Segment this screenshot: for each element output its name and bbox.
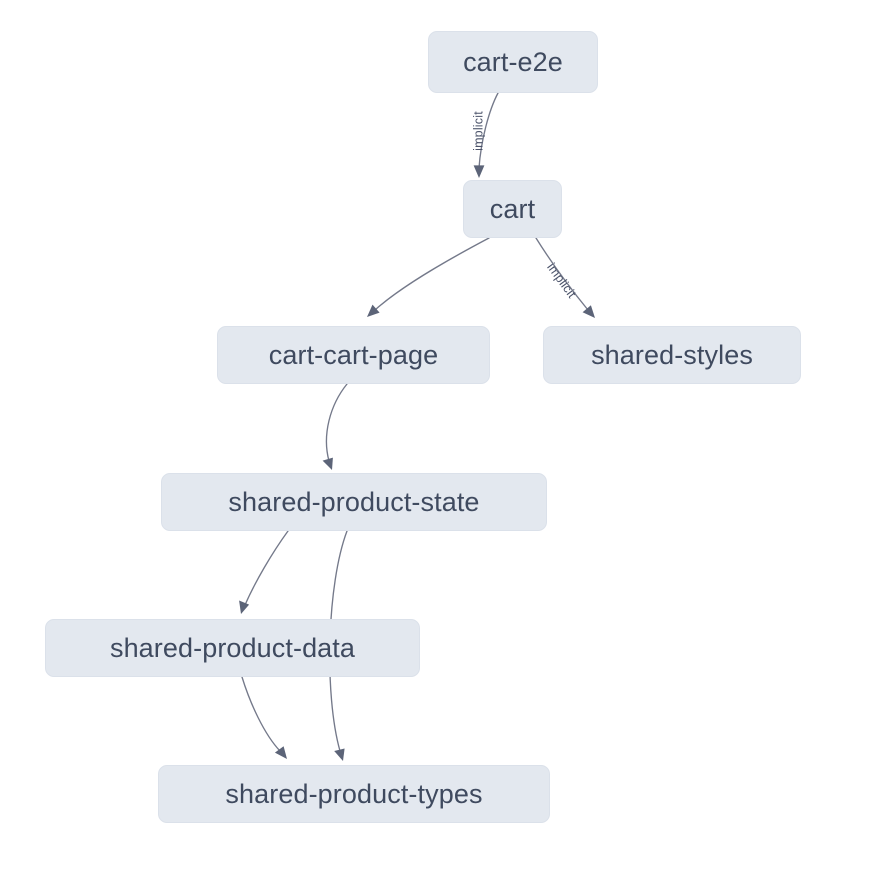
graph-edge (322, 383, 348, 470)
arrowhead-icon (582, 305, 595, 318)
graph-node-shared-styles[interactable]: shared-styles (543, 326, 801, 384)
arrowhead-icon (274, 746, 287, 759)
graph-node-label: cart-cart-page (268, 339, 439, 370)
graph-edge: implicit (535, 237, 595, 318)
graph-node-label: shared-product-data (109, 632, 356, 663)
graph-node-label: shared-product-state (228, 486, 480, 517)
arrowhead-icon (322, 457, 333, 470)
graph-node-label: shared-product-types (225, 778, 483, 809)
graph-node-cart-e2e[interactable]: cart-e2e (428, 31, 598, 93)
arrowhead-icon (473, 165, 485, 178)
edge-line (244, 530, 289, 606)
graph-edge (367, 237, 490, 317)
edge-line (535, 237, 589, 311)
edge-line (478, 92, 499, 169)
graph-node-shared-product-types[interactable]: shared-product-types (158, 765, 550, 823)
graph-node-label: cart (489, 193, 536, 224)
graph-node-cart-cart-page[interactable]: cart-cart-page (217, 326, 490, 384)
graph-edge: implicit (471, 92, 499, 178)
arrowhead-icon (367, 304, 380, 317)
graph-node-shared-product-data[interactable]: shared-product-data (45, 619, 420, 677)
arrowhead-icon (334, 748, 345, 761)
graph-node-label: cart-e2e (463, 46, 563, 77)
edge-label: implicit (544, 260, 579, 301)
graph-edge (239, 530, 289, 614)
edge-line (241, 676, 281, 752)
graph-node-cart[interactable]: cart (463, 180, 562, 238)
graph-edge (241, 676, 287, 759)
edge-label: implicit (471, 111, 485, 151)
edge-line (325, 383, 348, 462)
arrowhead-icon (239, 600, 250, 614)
graph-node-label: shared-styles (591, 339, 753, 370)
edge-line (374, 237, 490, 311)
graph-node-shared-product-state[interactable]: shared-product-state (161, 473, 547, 531)
